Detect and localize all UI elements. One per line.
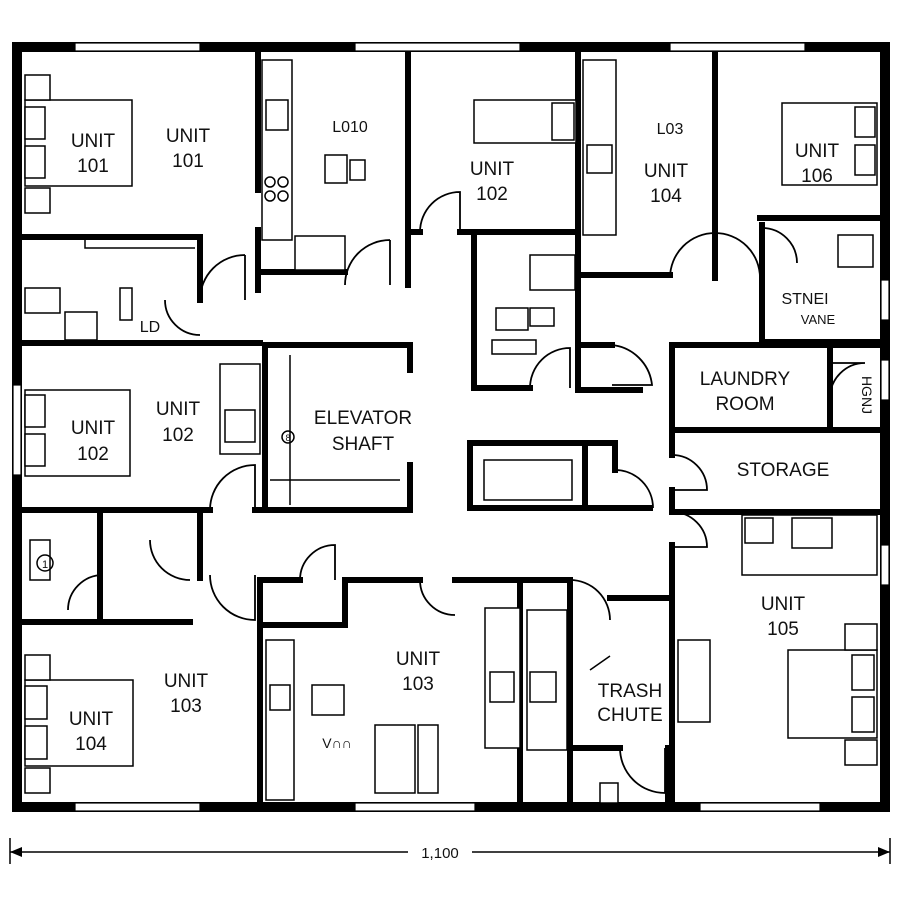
label-unit102-top: UNIT	[470, 159, 515, 180]
label-unit104-bed-num: 104	[75, 734, 107, 755]
label-unit104-top-num: 104	[650, 186, 682, 207]
label-unit102-bed: UNIT	[71, 418, 116, 439]
glyph-vane: VANE	[801, 312, 836, 327]
label-unit102-mid: UNIT	[156, 399, 201, 420]
dimension-total: 1,100	[421, 845, 459, 862]
label-unit101-bed: UNIT	[71, 131, 116, 152]
dimension-line: 1,100	[9, 838, 891, 864]
label-unit106-num: 106	[801, 166, 833, 187]
label-unit104-top: UNIT	[644, 161, 689, 182]
label-unit103-left: UNIT	[164, 671, 209, 692]
label-unit103-left-num: 103	[170, 696, 202, 717]
label-trash-chute: CHUTE	[597, 705, 662, 726]
label-unit105: UNIT	[761, 594, 806, 615]
label-unit103-mid-num: 103	[402, 674, 434, 695]
label-unit102-mid-num: 102	[162, 425, 194, 446]
glyph-stnei: STNEI	[781, 291, 828, 308]
label-unit104-bed: UNIT	[69, 709, 114, 730]
interior-walls	[19, 52, 883, 808]
label-laundry-room: ROOM	[715, 394, 774, 415]
label-unit101-bed-num: 101	[77, 156, 109, 177]
label-unit102-top-num: 102	[476, 184, 508, 205]
label-l010: L010	[332, 119, 368, 136]
label-laundry: LAUNDRY	[700, 369, 791, 390]
windows	[12, 42, 890, 812]
glyph-small-circle: 8	[285, 433, 290, 443]
room-labels: UNIT 101 UNIT 101 L010 UNIT 102 L03 UNIT…	[69, 119, 840, 755]
label-elevator-shaft: SHAFT	[332, 434, 395, 455]
label-unit106: UNIT	[795, 141, 840, 162]
label-unit105-num: 105	[767, 619, 799, 640]
fixture-glyphs: LD STNEI VANE HGNJ V∩∩ 1 8	[42, 291, 875, 751]
label-elevator: ELEVATOR	[314, 408, 412, 429]
glyph-circle-mark: 1	[42, 559, 48, 571]
label-storage: STORAGE	[737, 460, 830, 481]
label-unit103-mid: UNIT	[396, 649, 441, 670]
door-swings	[67, 191, 866, 794]
furniture	[24, 59, 878, 804]
label-unit102-bed-num: 102	[77, 444, 109, 465]
label-trash: TRASH	[598, 681, 662, 702]
label-unit101: UNIT	[166, 126, 211, 147]
glyph-side-vertical: HGNJ	[859, 376, 875, 414]
glyph-ld: LD	[140, 319, 160, 336]
label-l03: L03	[657, 121, 684, 138]
glyph-table-mark: V∩∩	[322, 735, 351, 751]
label-unit101-num: 101	[172, 151, 204, 172]
